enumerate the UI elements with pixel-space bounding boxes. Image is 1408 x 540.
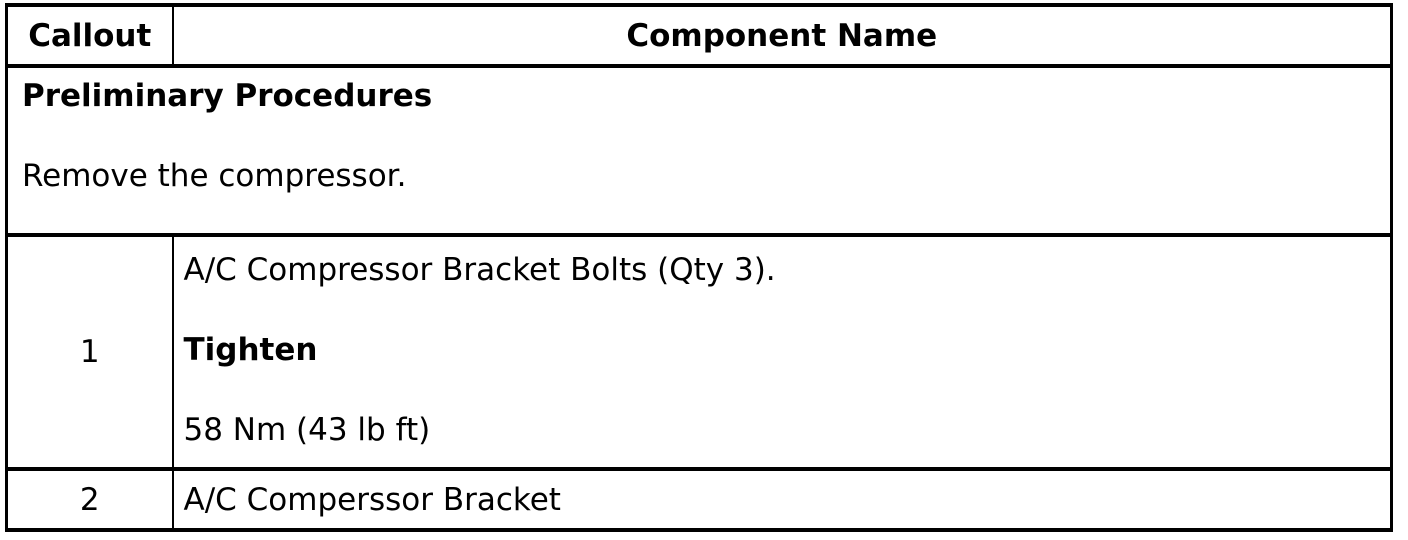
table-header-row: Callout Component Name <box>5 3 1393 68</box>
table-row: 1 A/C Compressor Bracket Bolts (Qty 3). … <box>5 233 1393 471</box>
preliminary-procedures-cell: Preliminary Procedures Remove the compre… <box>5 64 1393 237</box>
callout-number: 2 <box>5 467 174 532</box>
component-description: A/C Compressor Bracket Bolts (Qty 3). <box>183 252 776 288</box>
component-callout-table: Callout Component Name Preliminary Proce… <box>5 3 1393 532</box>
preliminary-procedures-title: Preliminary Procedures <box>22 78 433 114</box>
component-cell: A/C Compressor Bracket Bolts (Qty 3). Ti… <box>171 233 1393 471</box>
table-row: 2 A/C Comperssor Bracket <box>5 467 1393 532</box>
preliminary-procedures-body: Remove the compressor. <box>22 158 407 194</box>
header-component-name: Component Name <box>171 3 1393 68</box>
component-cell: A/C Comperssor Bracket <box>171 467 1393 532</box>
torque-spec: 58 Nm (43 lb ft) <box>183 412 431 448</box>
callout-number: 1 <box>5 233 174 471</box>
tighten-label: Tighten <box>183 332 318 368</box>
component-description: A/C Comperssor Bracket <box>183 481 561 518</box>
preliminary-procedures-row: Preliminary Procedures Remove the compre… <box>5 64 1393 237</box>
header-callout: Callout <box>5 3 174 68</box>
